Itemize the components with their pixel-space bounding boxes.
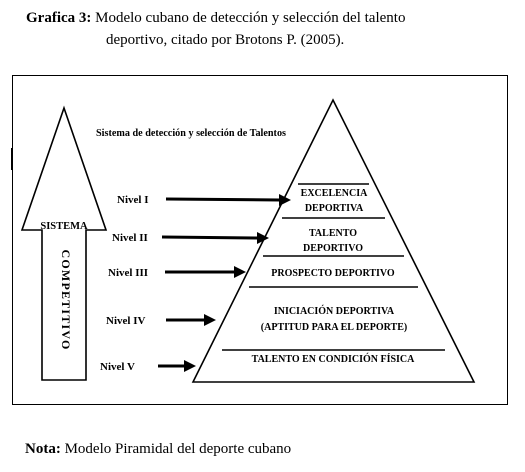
tier-1-line-1: EXCELENCIA: [301, 188, 368, 199]
level-arrow-1-head: [279, 194, 291, 206]
arrow-word-competitivo: COMPETITIVO: [59, 250, 73, 351]
caption-line-1: Modelo cubano de detección y selección d…: [91, 10, 406, 26]
tier-1-line-2: DEPORTIVA: [305, 203, 364, 214]
pyramid-outline: [191, 98, 476, 383]
tier-3-text: PROSPECTO DEPORTIVO: [271, 268, 395, 279]
arrow-word-sistema: SISTEMA: [40, 221, 88, 232]
note-text: Modelo Piramidal del deporte cubano: [60, 441, 292, 457]
figure-note: Nota: Modelo Piramidal del deporte cuban…: [25, 441, 291, 458]
tier-4-text: INICIACIÓN DEPORTIVA (APTITUD PARA EL DE…: [261, 305, 407, 333]
figure-caption: Grafica 3: Modelo cubano de detección y …: [26, 7, 506, 51]
diagram-frame: [12, 75, 508, 405]
tier-2-line-2: DEPORTIVO: [303, 243, 363, 254]
upward-arrow-shape: [20, 105, 108, 381]
tier-1-text: EXCELENCIA DEPORTIVA: [301, 188, 368, 214]
tier-2-line-1: TALENTO: [309, 228, 357, 239]
level-arrow-5-head: [184, 360, 196, 372]
level-label-1: Nivel I: [117, 194, 148, 206]
level-arrow-2-head: [257, 232, 269, 244]
level-label-4: Nivel IV: [106, 315, 145, 327]
note-label: Nota:: [25, 441, 61, 457]
caption-label: Grafica 3:: [26, 10, 92, 26]
tier-4-line-1: INICIACIÓN DEPORTIVA: [274, 305, 395, 317]
level-label-2: Nivel II: [112, 232, 148, 244]
tier-5-text: TALENTO EN CONDICIÓN FÍSICA: [252, 353, 415, 365]
level-arrow-3-head: [234, 266, 246, 278]
level-arrow-4-head: [204, 314, 216, 326]
tier-2-text: TALENTO DEPORTIVO: [303, 228, 363, 254]
level-label-3: Nivel III: [108, 267, 148, 279]
level-arrow-1: [165, 197, 281, 202]
caption-line-2: deportivo, citado por Brotons P. (2005).: [106, 32, 345, 48]
level-label-5: Nivel V: [100, 361, 135, 373]
tier-4-line-2: (APTITUD PARA EL DEPORTE): [261, 322, 407, 333]
level-arrow-2: [161, 235, 259, 240]
diagram-title: Sistema de detección y selección de Tale…: [96, 127, 287, 139]
